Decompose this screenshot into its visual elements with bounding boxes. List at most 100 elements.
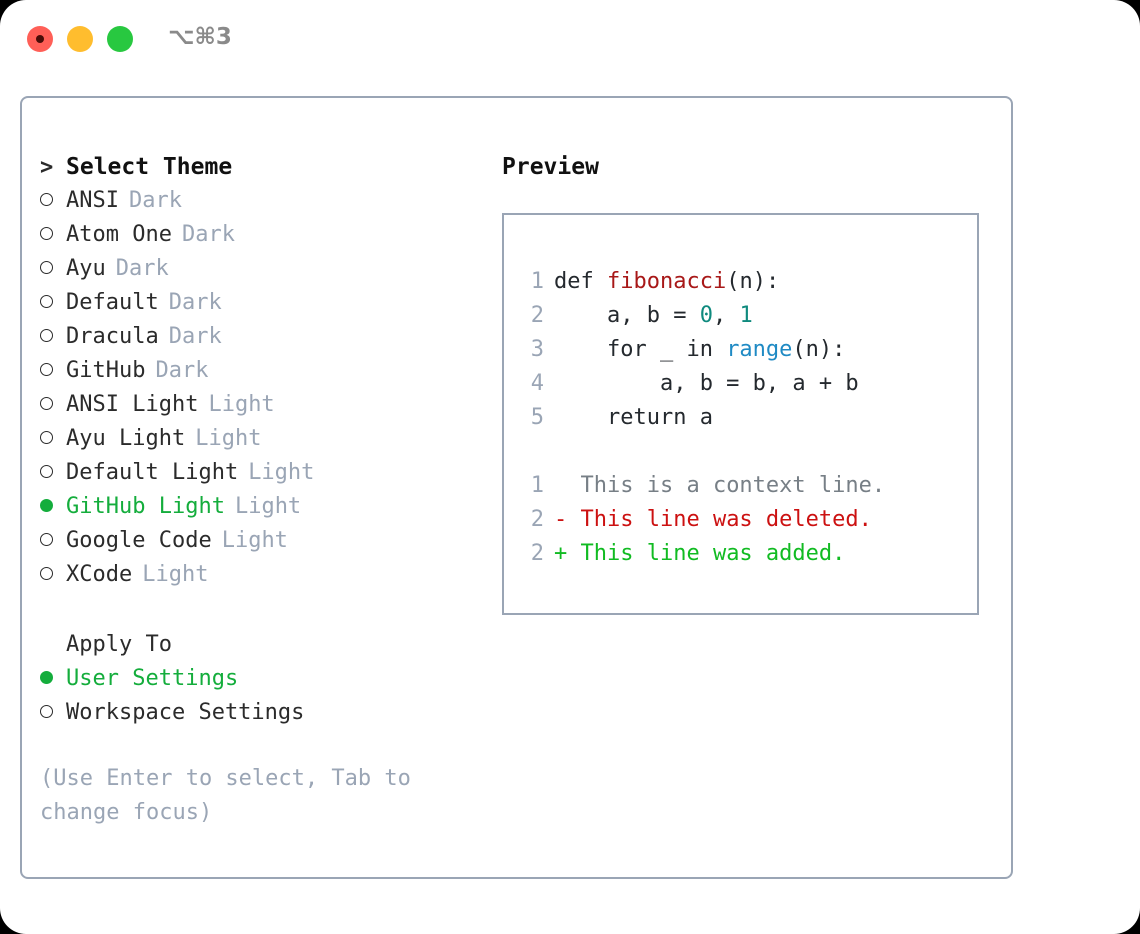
diff-line: 2- This line was deleted. (522, 503, 977, 537)
apply-to-option-row[interactable]: User Settings (40, 662, 470, 696)
theme-variant-tag: Light (208, 392, 275, 417)
radio-dot (40, 671, 53, 684)
code-token: for _ in (554, 337, 727, 362)
minimize-window-button[interactable] (67, 26, 93, 52)
radio-dot (40, 533, 53, 546)
theme-option-label: Default (66, 290, 159, 315)
radio-dot (40, 295, 53, 308)
radio-dot (40, 431, 53, 444)
diff-sample: 1 This is a context line.2- This line wa… (522, 469, 977, 571)
theme-variant-tag: Light (221, 528, 288, 553)
diff-line: 1 This is a context line. (522, 469, 977, 503)
radio-dot (40, 465, 53, 478)
theme-option-label: Google Code (66, 528, 212, 553)
code-token: a, b = b, a + b (554, 371, 859, 396)
theme-option-label: Atom One (66, 222, 172, 247)
theme-variant-tag: Light (234, 494, 302, 519)
apply-to-heading: o Apply To (40, 628, 470, 662)
radio-unselected-icon (40, 354, 66, 388)
radio-dot (40, 567, 53, 580)
theme-option-label: GitHub Light (66, 494, 225, 519)
diff-text: This is a context line. (567, 473, 886, 498)
diff-line: 2 + This line was added. (522, 537, 977, 571)
code-line: 1 def fibonacci(n): (522, 265, 977, 299)
diff-text: This line was added. (567, 541, 846, 566)
theme-option-row[interactable]: GitHub Light Light (40, 490, 470, 524)
radio-selected-icon (40, 490, 66, 524)
radio-unselected-icon (40, 422, 66, 456)
radio-unselected-icon (40, 456, 66, 490)
code-line-number: 4 (530, 371, 544, 396)
keyboard-hint: (Use Enter to select, Tab to change focu… (40, 766, 411, 825)
title-bar: ⌥⌘3 (0, 0, 1140, 78)
code-line: 2 a, b = 0, 1 (522, 299, 977, 333)
keyboard-shortcut-label: ⌥⌘3 (168, 24, 232, 50)
radio-selected-icon (40, 662, 66, 696)
diff-text: This line was deleted. (567, 507, 872, 532)
code-line-number: 3 (530, 337, 544, 362)
code-token: , (712, 303, 740, 328)
diff-line-number: 2 (530, 507, 544, 532)
maximize-window-button[interactable] (107, 26, 133, 52)
theme-variant-tag: Light (195, 426, 262, 451)
radio-unselected-icon (40, 524, 66, 558)
apply-to-option-row[interactable]: Workspace Settings (40, 696, 470, 730)
radio-dot (40, 499, 53, 512)
diff-sign: + (554, 541, 568, 566)
theme-variant-tag: Dark (168, 324, 222, 349)
caret-icon: > (40, 155, 54, 180)
diff-sign (554, 473, 567, 498)
close-window-button[interactable] (27, 26, 53, 52)
code-token: (n): (792, 337, 846, 362)
diff-line-number: 2 (530, 541, 544, 566)
code-line: 5 return a (522, 401, 977, 435)
theme-option-label: ANSI (66, 188, 119, 213)
radio-unselected-icon (40, 696, 66, 730)
code-token: def (554, 269, 607, 294)
diff-line-number: 1 (530, 473, 544, 498)
code-line: 3 for _ in range(n): (522, 333, 977, 367)
radio-unselected-icon (40, 184, 66, 218)
code-token: 0 (699, 303, 713, 328)
theme-option-row[interactable]: Ayu Light Light (40, 422, 470, 456)
apply-to-heading-label: Apply To (66, 632, 172, 657)
code-token: 1 (739, 303, 753, 328)
theme-variant-tag: Dark (155, 358, 209, 383)
theme-option-label: Ayu Light (66, 426, 186, 451)
theme-option-label: ANSI Light (66, 392, 199, 417)
radio-unselected-icon (40, 286, 66, 320)
code-token: (n): (726, 269, 780, 294)
radio-dot (40, 363, 53, 376)
code-token: return a (554, 405, 713, 430)
code-line-number: 1 (530, 269, 544, 294)
theme-option-label: XCode (66, 562, 133, 587)
radio-unselected-icon (40, 388, 66, 422)
code-token: fibonacci (606, 269, 727, 294)
theme-option-row[interactable]: Google Code Light (40, 524, 470, 558)
code-token: range (726, 337, 793, 362)
code-line: 4 a, b = b, a + b (522, 367, 977, 401)
select-theme-heading-label: Select Theme (66, 154, 233, 180)
apply-to-option-label: Workspace Settings (66, 700, 305, 725)
theme-option-row[interactable]: ANSI Light Light (40, 388, 470, 422)
section-spacer (40, 592, 470, 628)
preview-title: Preview (502, 154, 599, 180)
hint-spacer (40, 730, 470, 760)
code-line-number: 5 (530, 405, 544, 430)
radio-unselected-icon (40, 252, 66, 286)
